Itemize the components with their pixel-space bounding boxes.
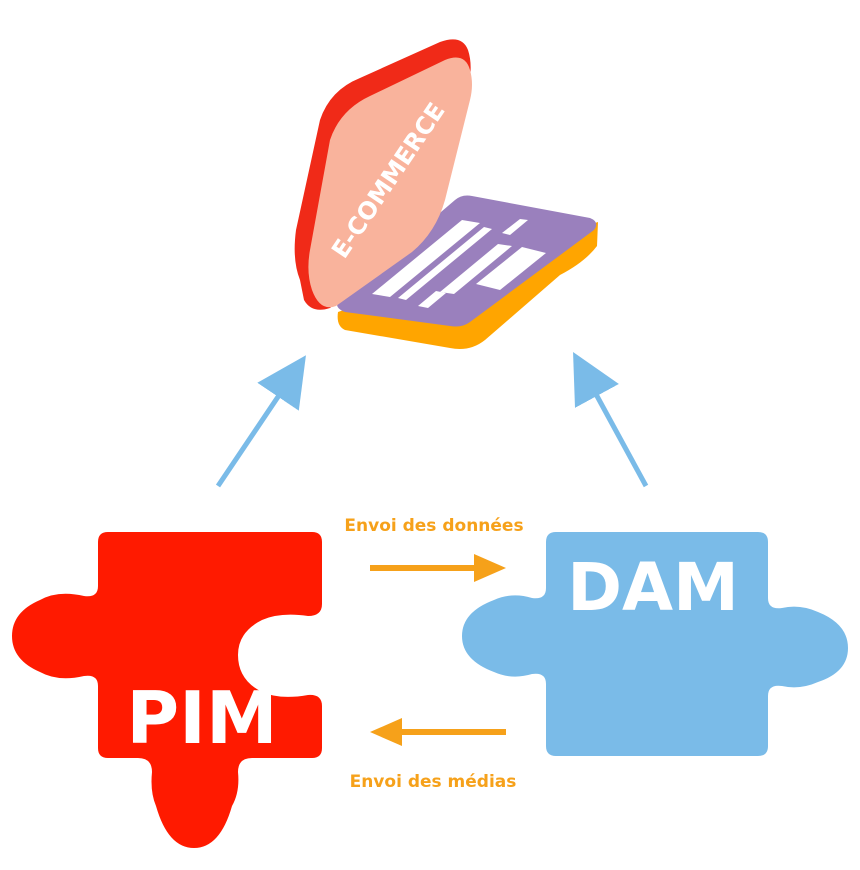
dam-label: DAM — [567, 549, 739, 626]
pim-label: PIM — [126, 676, 277, 760]
dam-to-ecommerce-arrow — [573, 352, 649, 488]
pim-to-ecommerce-arrow — [215, 355, 306, 488]
flow-bottom-label: Envoi des médias — [350, 772, 517, 792]
laptop-keys — [372, 219, 546, 308]
send-media-arrow — [370, 718, 506, 746]
laptop-screen — [308, 57, 472, 308]
pim-puzzle-piece: PIM — [12, 532, 322, 848]
send-data-arrow — [370, 554, 506, 582]
dam-puzzle-piece: DAM — [462, 532, 848, 756]
laptop-keyboard — [336, 195, 597, 327]
ecommerce-laptop-icon: E-COMMERCE — [294, 39, 598, 349]
flow-top-label: Envoi des données — [344, 516, 523, 536]
